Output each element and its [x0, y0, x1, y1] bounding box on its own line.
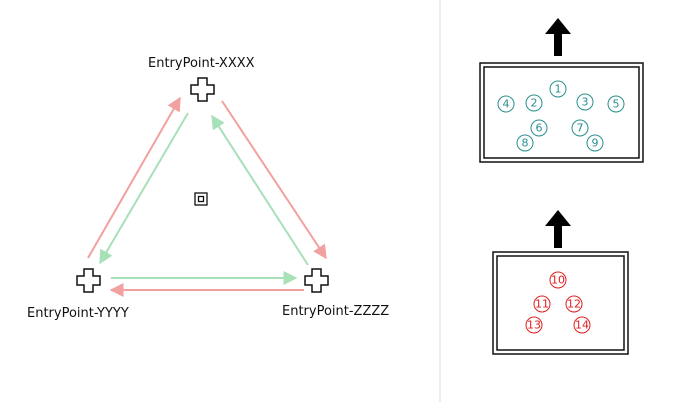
numbered-marker-11[interactable]: 11 [533, 295, 551, 313]
marker-number: 4 [503, 98, 510, 111]
marker-number: 9 [592, 137, 599, 150]
cross-outline-icon [190, 77, 215, 102]
numbered-marker-13[interactable]: 13 [525, 316, 543, 334]
numbered-marker-9[interactable]: 9 [586, 134, 604, 152]
numbered-marker-2[interactable]: 2 [525, 94, 543, 112]
flow-arrows [87, 96, 327, 297]
entry-point-label: EntryPoint-ZZZZ [282, 304, 389, 319]
marker-circle [549, 80, 567, 98]
marker-number: 10 [551, 274, 565, 287]
arrow-up-icon [545, 18, 571, 56]
marker-number: 13 [527, 319, 541, 332]
numbered-marker-6[interactable]: 6 [530, 119, 548, 137]
marker-circle [525, 316, 543, 334]
numbered-marker-10[interactable]: 10 [549, 271, 567, 289]
marker-circle [549, 271, 567, 289]
marker-number: 14 [575, 319, 589, 332]
marker-number: 11 [535, 298, 549, 311]
numbered-marker-12[interactable]: 12 [565, 295, 583, 313]
panel-top: 1 2 3 4 5 6 7 8 9 [479, 62, 644, 163]
marker-number: 6 [536, 122, 543, 135]
numbered-marker-8[interactable]: 8 [516, 134, 534, 152]
marker-circle [525, 94, 543, 112]
marker-number: 5 [613, 98, 620, 111]
marker-number: 2 [531, 97, 538, 110]
marker-circle [565, 295, 583, 313]
marker-circle [573, 316, 591, 334]
marker-number: 1 [555, 83, 562, 96]
numbered-marker-3[interactable]: 3 [576, 93, 594, 111]
marker-number: 12 [567, 298, 581, 311]
numbered-marker-7[interactable]: 7 [571, 119, 589, 137]
marker-circle [516, 134, 534, 152]
marker-circle [533, 295, 551, 313]
panel-number-group: 1 2 3 4 5 6 7 8 9 [497, 80, 625, 152]
arrow-up-icon [545, 210, 571, 248]
arrow-y-to-x [87, 96, 181, 259]
numbered-marker-4[interactable]: 4 [497, 95, 515, 113]
marker-circle [571, 119, 589, 137]
numbered-marker-14[interactable]: 14 [573, 316, 591, 334]
marker-circle [576, 93, 594, 111]
numbered-marker-1[interactable]: 1 [549, 80, 567, 98]
arrow-x-to-z [221, 100, 327, 260]
marker-number: 7 [577, 122, 584, 135]
cross-outline-icon [304, 268, 329, 293]
marker-circle [530, 119, 548, 137]
target-square-icon[interactable] [194, 192, 208, 206]
entry-point-xxxx[interactable]: EntryPoint-XXXX [148, 56, 255, 102]
entry-point-yyyy[interactable]: EntryPoint-YYYY [27, 268, 129, 321]
marker-circle [607, 95, 625, 113]
marker-number: 3 [582, 96, 589, 109]
entry-point-label: EntryPoint-XXXX [148, 56, 255, 71]
entry-point-label: EntryPoint-YYYY [27, 306, 129, 321]
marker-circle [586, 134, 604, 152]
entry-point-zzzz[interactable]: EntryPoint-ZZZZ [282, 268, 389, 319]
cross-outline-icon [76, 268, 101, 293]
numbered-marker-5[interactable]: 5 [607, 95, 625, 113]
marker-circle [497, 95, 515, 113]
arrow-x-to-y [99, 112, 189, 265]
marker-number: 8 [522, 137, 529, 150]
arrow-z-to-x [211, 114, 309, 266]
